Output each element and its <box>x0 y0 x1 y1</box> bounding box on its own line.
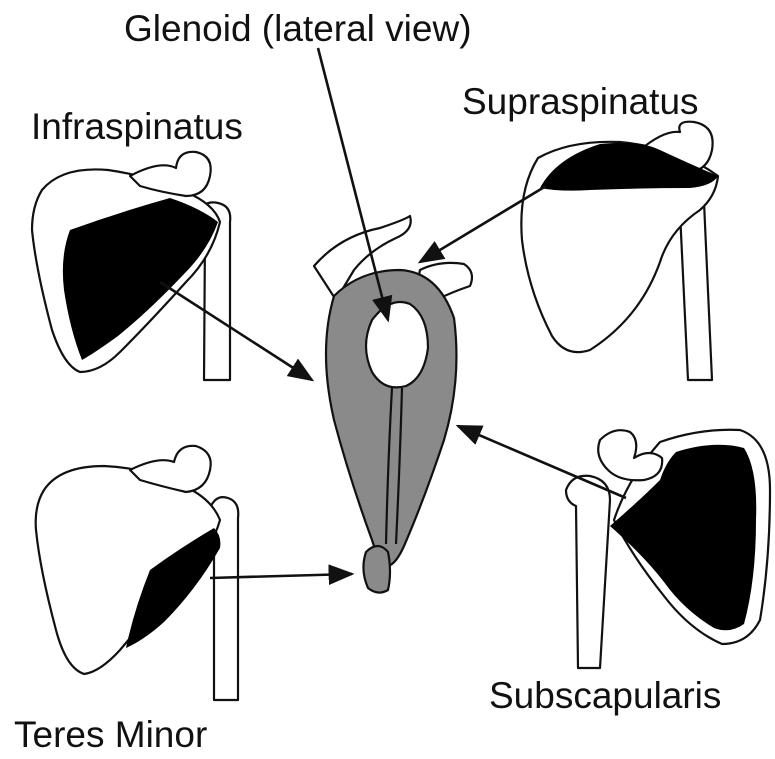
inferior-angle <box>363 546 390 593</box>
glenoid-face <box>366 302 428 387</box>
humerus-bone <box>566 476 610 668</box>
coracoid <box>598 430 662 480</box>
teres-minor-label: Teres Minor <box>14 716 207 753</box>
glenoid-lateral-view <box>314 216 472 593</box>
arrow-infraspinatus <box>160 282 312 380</box>
subscapularis-label: Subscapularis <box>489 677 721 714</box>
supraspinatus-label: Supraspinatus <box>462 83 699 120</box>
infraspinatus-label: Infraspinatus <box>31 108 243 145</box>
glenoid-label: Glenoid (lateral view) <box>124 10 472 47</box>
teres-minor-scapula <box>36 446 239 700</box>
